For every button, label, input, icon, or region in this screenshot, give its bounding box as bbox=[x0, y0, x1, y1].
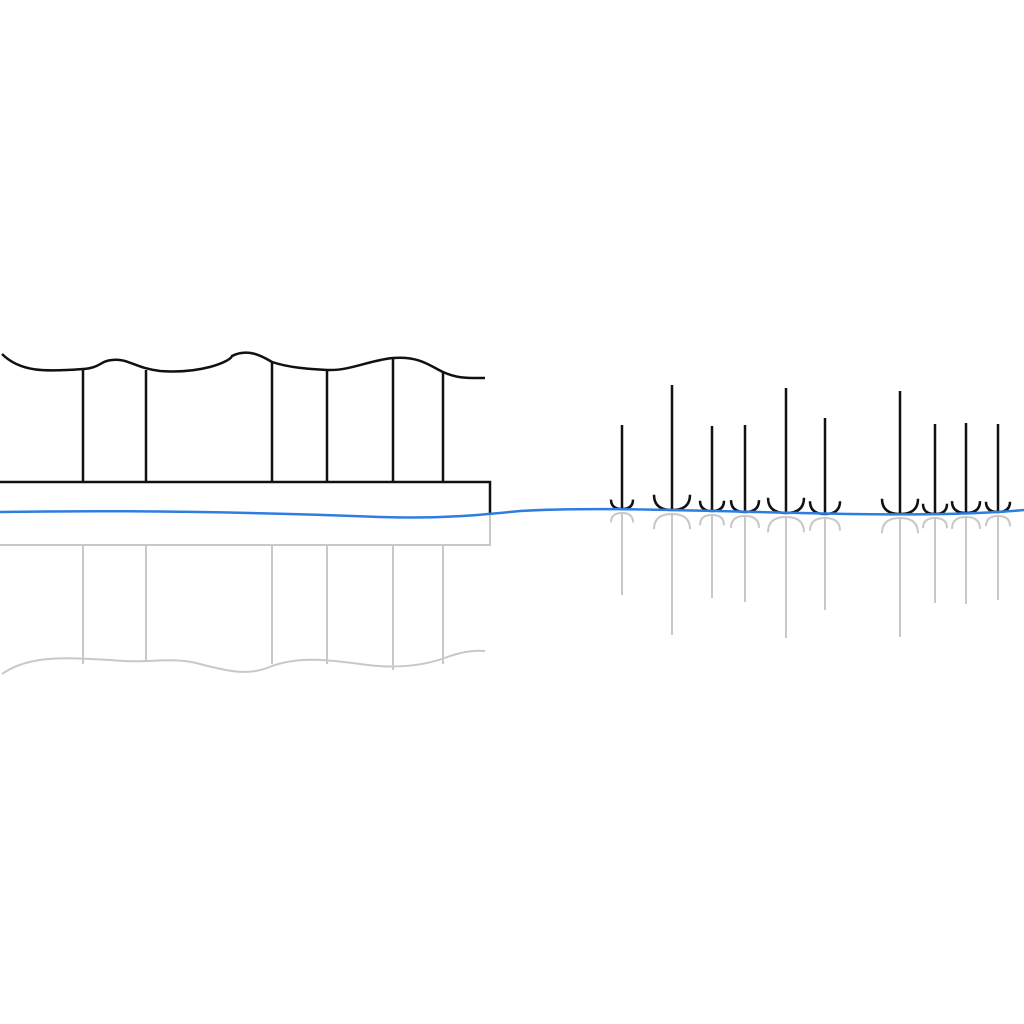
anchor-reflection bbox=[767, 515, 805, 638]
anchor-reflection bbox=[730, 514, 760, 602]
roof-reflection bbox=[1, 649, 486, 675]
anchor-fluke-reflection bbox=[985, 514, 1011, 527]
anchor-reflection bbox=[809, 516, 841, 610]
roof-wave bbox=[1, 351, 486, 380]
anchor-reflection bbox=[699, 513, 725, 598]
anchor-fluke-reflection bbox=[730, 514, 760, 528]
anchor-fluke-reflection bbox=[809, 516, 841, 531]
anchor-fluke-reflection bbox=[881, 516, 919, 534]
reflection-group bbox=[0, 511, 1011, 675]
anchor-reflection bbox=[951, 515, 981, 604]
anchor-reflection bbox=[653, 512, 691, 635]
slab bbox=[0, 480, 492, 515]
anchor-fluke-reflection bbox=[699, 513, 725, 526]
anchor-reflection bbox=[881, 516, 919, 637]
slab-reflection bbox=[0, 515, 491, 546]
anchor-fluke-reflection bbox=[610, 511, 634, 523]
anchor-fluke-reflection bbox=[653, 512, 691, 530]
anchor-reflection bbox=[985, 514, 1011, 600]
left-structure bbox=[0, 351, 492, 515]
anchor-reflection bbox=[922, 516, 948, 603]
waterline bbox=[0, 507, 1024, 519]
anchor-reflection bbox=[610, 511, 634, 595]
anchor-fluke-reflection bbox=[767, 515, 805, 533]
anchor-fluke-reflection bbox=[951, 515, 981, 529]
anchor-fluke-reflection bbox=[922, 516, 948, 529]
